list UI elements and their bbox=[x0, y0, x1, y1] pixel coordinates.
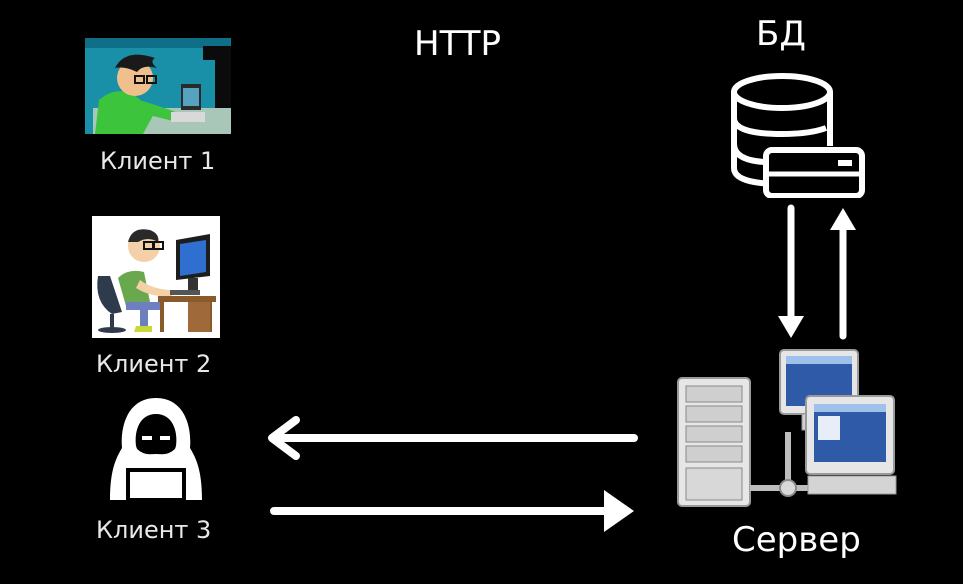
client-1-label: Клиент 1 bbox=[100, 147, 216, 175]
server-icon-box bbox=[676, 348, 898, 508]
database-label: БД bbox=[756, 14, 806, 54]
person-at-computer-icon bbox=[92, 216, 220, 338]
db-up-arrow bbox=[828, 204, 858, 340]
db-down-arrow bbox=[776, 204, 806, 340]
server-label: Сервер bbox=[732, 520, 861, 560]
response-arrow bbox=[262, 416, 642, 464]
database-icon-box bbox=[730, 70, 866, 198]
server-workstations-icon bbox=[677, 349, 897, 507]
client-3-label: Клиент 3 bbox=[96, 516, 212, 544]
client-3-image bbox=[106, 396, 206, 500]
hooded-hacker-icon bbox=[110, 398, 202, 500]
database-server-icon bbox=[731, 73, 865, 198]
client-2-image bbox=[92, 216, 220, 338]
programmer-illustration-icon bbox=[85, 38, 231, 134]
client-2-label: Клиент 2 bbox=[96, 350, 212, 378]
client-1-image bbox=[85, 38, 231, 134]
protocol-title: HTTP bbox=[414, 24, 502, 64]
request-arrow bbox=[266, 486, 640, 534]
